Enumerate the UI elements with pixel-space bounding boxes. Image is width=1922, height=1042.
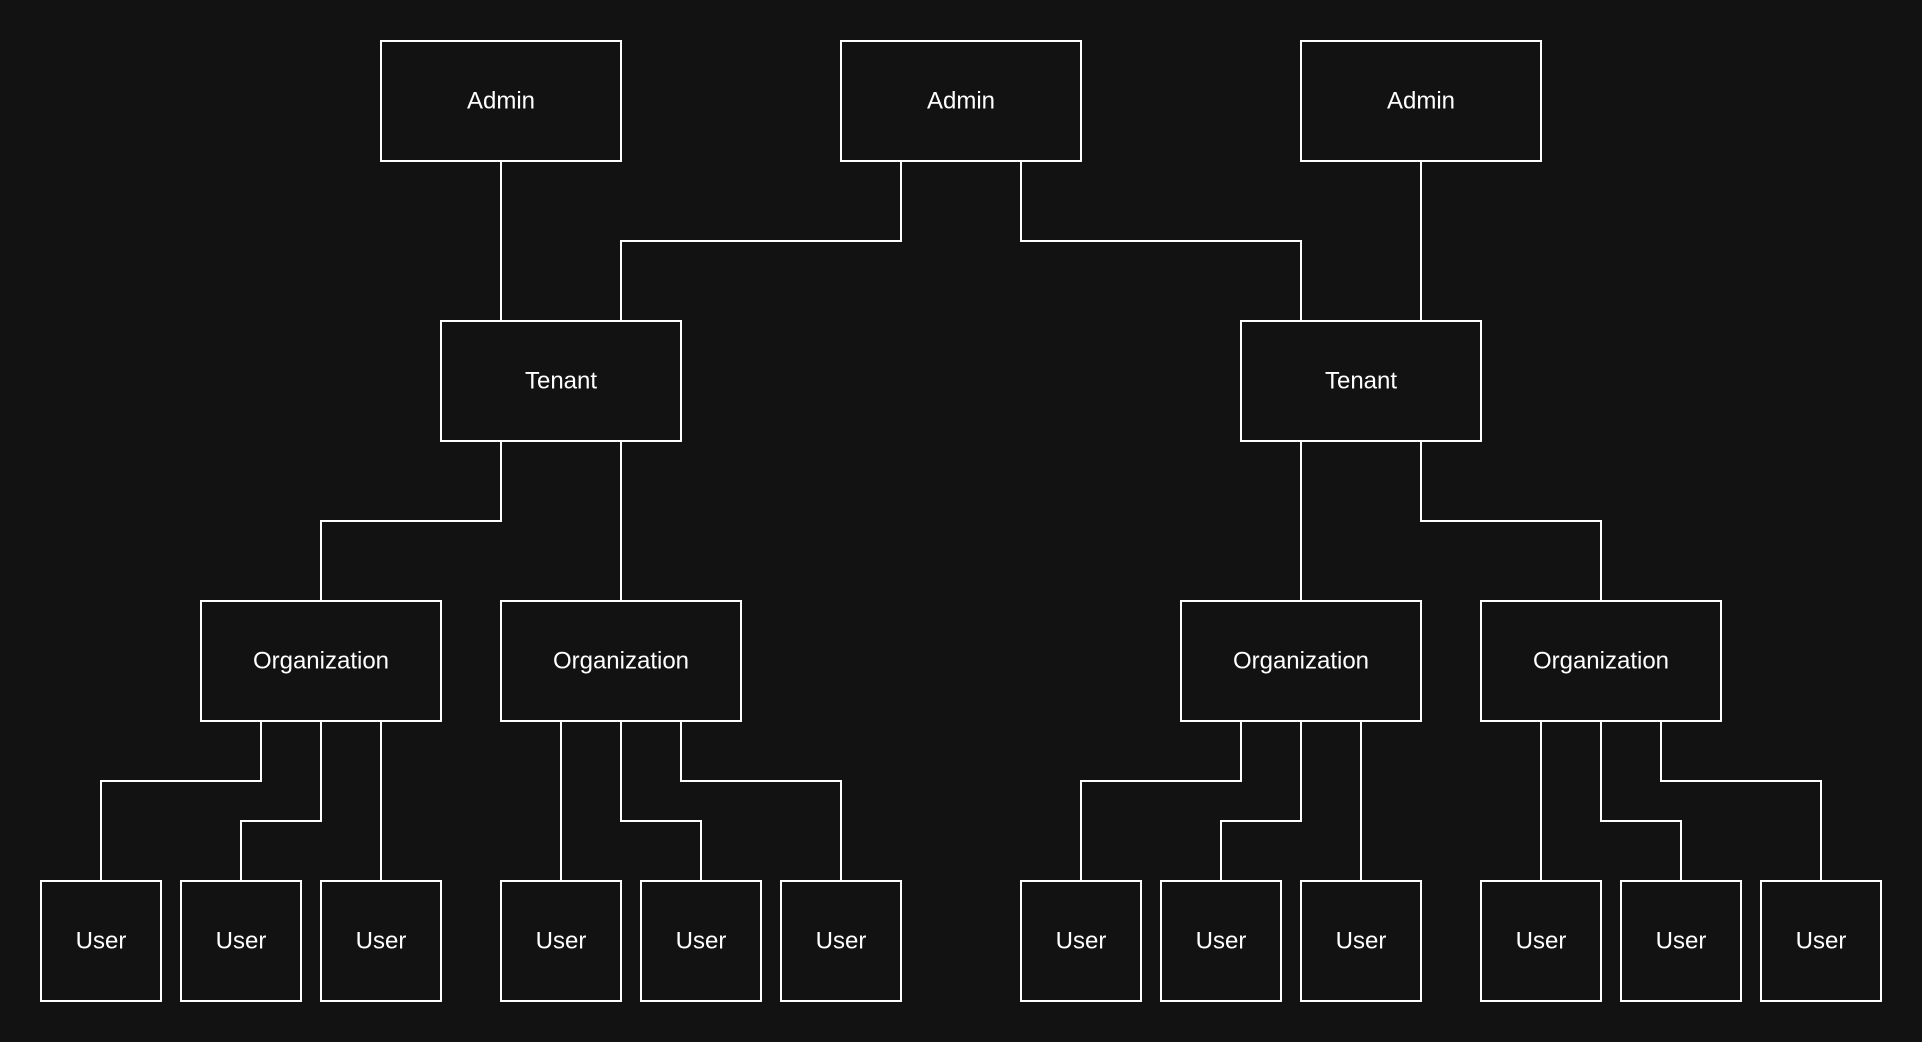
organization-box[interactable] bbox=[200, 600, 442, 722]
node-admin-1[interactable]: Admin bbox=[380, 40, 622, 162]
tenant-box[interactable] bbox=[440, 320, 682, 442]
node-user-8[interactable]: User bbox=[1160, 880, 1282, 1002]
node-user-2[interactable]: User bbox=[180, 880, 302, 1002]
user-box[interactable] bbox=[1760, 880, 1882, 1002]
node-tenant-2[interactable]: Tenant bbox=[1240, 320, 1482, 442]
user-label: User bbox=[216, 928, 267, 955]
node-org-1[interactable]: Organization bbox=[200, 600, 442, 722]
user-label: User bbox=[1656, 928, 1707, 955]
user-box[interactable] bbox=[1160, 880, 1282, 1002]
organization-label: Organization bbox=[553, 648, 689, 675]
admin-label: Admin bbox=[1387, 88, 1455, 115]
user-box[interactable] bbox=[780, 880, 902, 1002]
user-label: User bbox=[816, 928, 867, 955]
connector-org-1-to-user-2 bbox=[240, 721, 322, 881]
admin-box[interactable] bbox=[1300, 40, 1542, 162]
connector-org-4-to-user-12 bbox=[1660, 721, 1822, 881]
connector-tenant-1-to-org-1 bbox=[320, 441, 502, 601]
tenant-box[interactable] bbox=[1240, 320, 1482, 442]
node-admin-3[interactable]: Admin bbox=[1300, 40, 1542, 162]
node-org-2[interactable]: Organization bbox=[500, 600, 742, 722]
node-user-5[interactable]: User bbox=[640, 880, 762, 1002]
connector-org-2-to-user-6 bbox=[680, 721, 842, 881]
connector-org-3-to-user-7 bbox=[1080, 721, 1242, 881]
user-label: User bbox=[1336, 928, 1387, 955]
user-box[interactable] bbox=[1620, 880, 1742, 1002]
user-box[interactable] bbox=[320, 880, 442, 1002]
tenant-label: Tenant bbox=[525, 368, 597, 395]
user-label: User bbox=[1056, 928, 1107, 955]
user-label: User bbox=[1796, 928, 1847, 955]
node-user-10[interactable]: User bbox=[1480, 880, 1602, 1002]
user-label: User bbox=[1516, 928, 1567, 955]
node-user-7[interactable]: User bbox=[1020, 880, 1142, 1002]
user-label: User bbox=[356, 928, 407, 955]
user-box[interactable] bbox=[640, 880, 762, 1002]
user-box[interactable] bbox=[1300, 880, 1422, 1002]
organization-box[interactable] bbox=[500, 600, 742, 722]
connector-org-1-to-user-1 bbox=[100, 721, 262, 881]
tenant-label: Tenant bbox=[1325, 368, 1397, 395]
connector-org-4-to-user-11 bbox=[1600, 721, 1682, 881]
node-tenant-1[interactable]: Tenant bbox=[440, 320, 682, 442]
node-user-12[interactable]: User bbox=[1760, 880, 1882, 1002]
admin-box[interactable] bbox=[840, 40, 1082, 162]
connector-org-2-to-user-5 bbox=[620, 721, 702, 881]
node-user-6[interactable]: User bbox=[780, 880, 902, 1002]
user-box[interactable] bbox=[180, 880, 302, 1002]
user-box[interactable] bbox=[500, 880, 622, 1002]
node-user-1[interactable]: User bbox=[40, 880, 162, 1002]
node-user-4[interactable]: User bbox=[500, 880, 622, 1002]
user-label: User bbox=[536, 928, 587, 955]
connector-admin-2-to-tenant-2 bbox=[1020, 161, 1302, 321]
admin-label: Admin bbox=[927, 88, 995, 115]
organization-box[interactable] bbox=[1180, 600, 1422, 722]
node-org-3[interactable]: Organization bbox=[1180, 600, 1422, 722]
organization-label: Organization bbox=[1533, 648, 1669, 675]
connector-tenant-2-to-org-4 bbox=[1420, 441, 1602, 601]
user-box[interactable] bbox=[1480, 880, 1602, 1002]
user-label: User bbox=[76, 928, 127, 955]
admin-label: Admin bbox=[467, 88, 535, 115]
node-user-9[interactable]: User bbox=[1300, 880, 1422, 1002]
user-label: User bbox=[1196, 928, 1247, 955]
connectors bbox=[100, 161, 1822, 881]
admin-box[interactable] bbox=[380, 40, 622, 162]
connector-admin-2-to-tenant-1 bbox=[620, 161, 902, 321]
node-org-4[interactable]: Organization bbox=[1480, 600, 1722, 722]
organization-label: Organization bbox=[1233, 648, 1369, 675]
organization-box[interactable] bbox=[1480, 600, 1722, 722]
user-box[interactable] bbox=[40, 880, 162, 1002]
user-label: User bbox=[676, 928, 727, 955]
organization-label: Organization bbox=[253, 648, 389, 675]
node-user-11[interactable]: User bbox=[1620, 880, 1742, 1002]
node-user-3[interactable]: User bbox=[320, 880, 442, 1002]
user-box[interactable] bbox=[1020, 880, 1142, 1002]
node-admin-2[interactable]: Admin bbox=[840, 40, 1082, 162]
connector-org-3-to-user-8 bbox=[1220, 721, 1302, 881]
